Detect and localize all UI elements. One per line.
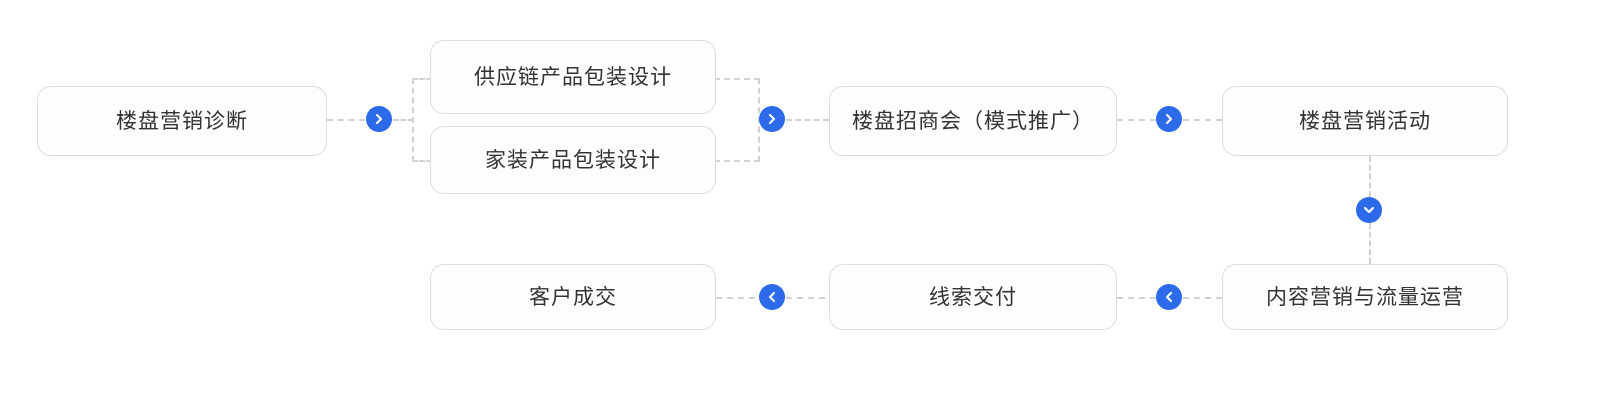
node-box-kehu-chengjiao[interactable]: 客户成交 [430, 264, 716, 330]
node-box-loupan-zhaoshanghui[interactable]: 楼盘招商会（模式推广） [829, 86, 1117, 156]
connector-line-branch-to-n2 [412, 78, 432, 80]
node-label: 线索交付 [929, 285, 1017, 309]
chevron-left-icon[interactable] [1156, 284, 1182, 310]
connector-line-n7-to-arrow6 [786, 297, 825, 299]
connector-line-arrow6-to-n8 [716, 297, 755, 299]
node-label: 供应链产品包装设计 [474, 65, 672, 89]
node-box-xiansuo-jiaofu[interactable]: 线索交付 [829, 264, 1117, 330]
node-box-jiazhuang-chanpin-baozhuang-sheji[interactable]: 家装产品包装设计 [430, 126, 716, 194]
chevron-down-icon[interactable] [1356, 197, 1382, 223]
connector-line-arrow5-to-n7 [1117, 297, 1156, 299]
connector-line-arrow2-to-n4 [786, 119, 829, 121]
node-label: 家装产品包装设计 [485, 148, 661, 172]
connector-line-arrow4-to-n6 [1369, 223, 1371, 264]
node-box-loupan-yingxiao-huodong[interactable]: 楼盘营销活动 [1222, 86, 1508, 156]
node-label: 楼盘招商会（模式推广） [852, 109, 1094, 133]
node-box-neirong-yingxiao-liuliang-yunying[interactable]: 内容营销与流量运营 [1222, 264, 1508, 330]
connector-line-n3-to-merge [714, 160, 760, 162]
node-label: 楼盘营销活动 [1299, 109, 1431, 133]
chevron-left-icon[interactable] [759, 284, 785, 310]
node-box-loupan-yingxiao-zhenduan[interactable]: 楼盘营销诊断 [37, 86, 327, 156]
connector-line-n5-to-arrow4 [1369, 156, 1371, 197]
connector-line-n4-to-arrow3 [1117, 119, 1156, 121]
chevron-right-icon[interactable] [759, 106, 785, 132]
node-label: 内容营销与流量运营 [1266, 285, 1464, 309]
connector-line-branch-to-n3 [412, 160, 432, 162]
node-label: 楼盘营销诊断 [116, 109, 248, 133]
node-label: 客户成交 [529, 285, 617, 309]
connector-line-n2-to-merge [714, 78, 760, 80]
connector-line-arrow3-to-n5 [1183, 119, 1222, 121]
chevron-right-icon[interactable] [1156, 106, 1182, 132]
connector-line-n1-to-arrow1 [327, 119, 365, 121]
chevron-right-icon[interactable] [366, 106, 392, 132]
connector-branch-bracket [412, 78, 414, 162]
connector-line-n6-to-arrow5 [1183, 297, 1222, 299]
node-box-gongyinglian-chanpin-baozhuang-sheji[interactable]: 供应链产品包装设计 [430, 40, 716, 114]
connector-line-arrow1-to-branch [393, 119, 414, 121]
